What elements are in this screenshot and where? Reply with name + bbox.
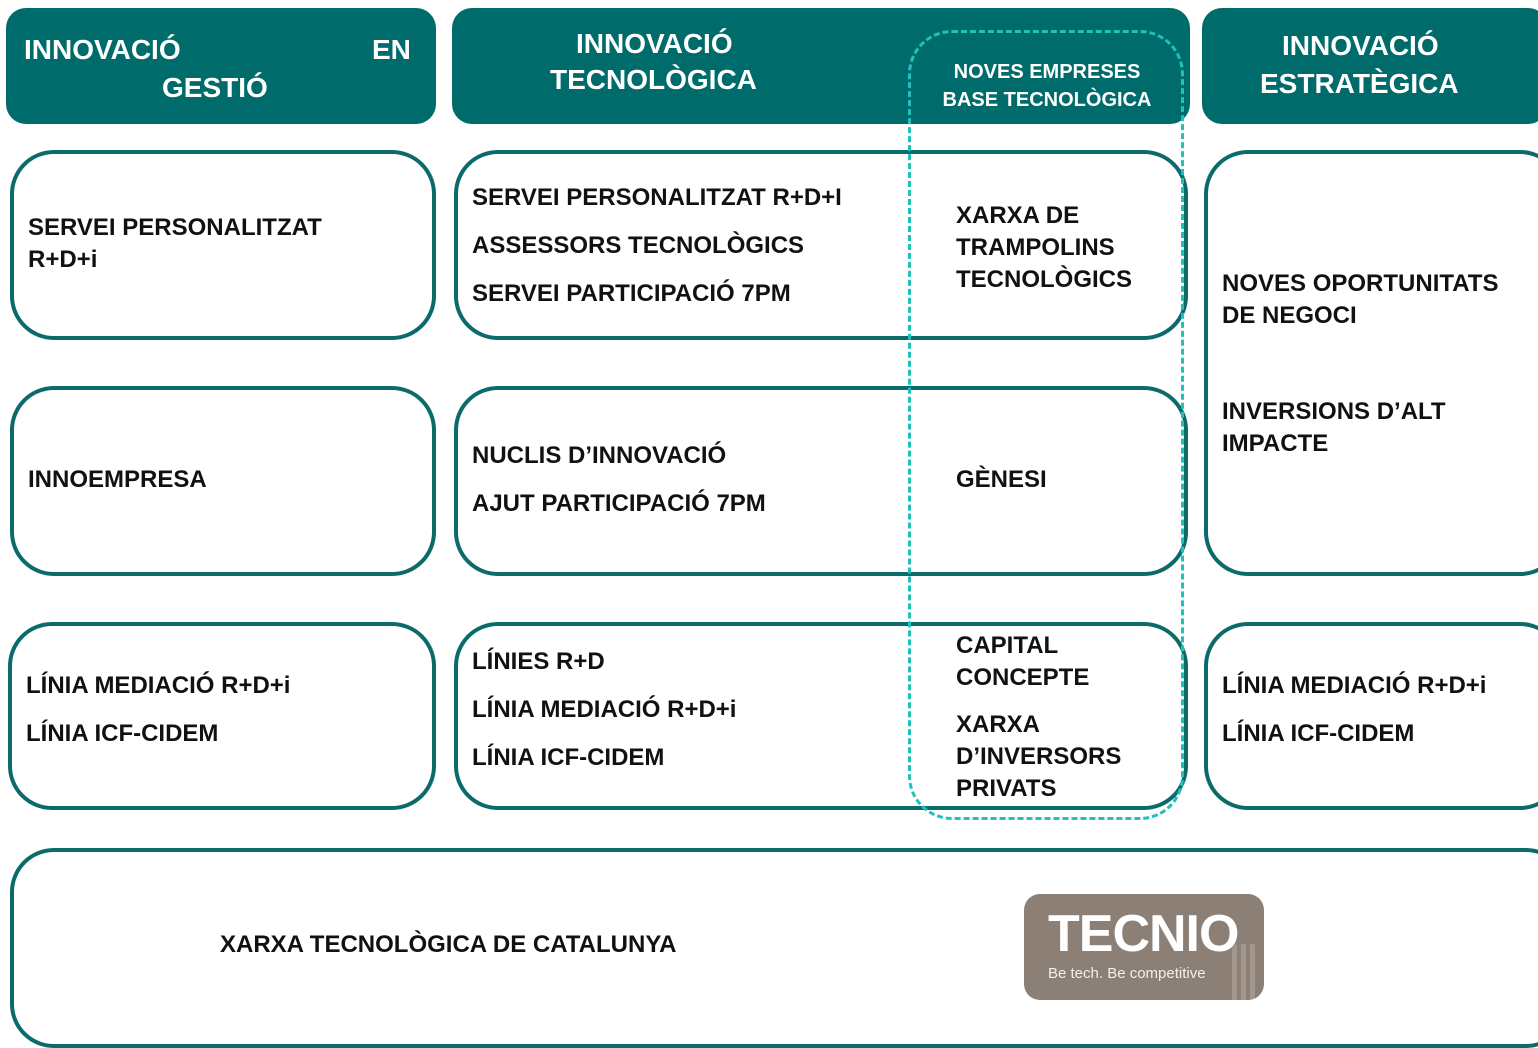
- header-innovacio-estrategica: INNOVACIÓ ESTRATÈGICA: [1202, 8, 1538, 124]
- tecnio-logo-tagline: Be tech. Be competitive: [1048, 965, 1206, 982]
- nebt-row3-line3: XARXA: [956, 711, 1041, 738]
- gestio-row3-line2: LÍNIA ICF-CIDEM: [26, 720, 219, 747]
- tec-row1-line2: ASSESSORS TECNOLÒGICS: [472, 232, 805, 259]
- estr-top-line1: NOVES OPORTUNITATS: [1222, 270, 1499, 297]
- gestio-row2-line1: INNOEMPRESA: [28, 466, 207, 493]
- tec-row3-line3: LÍNIA ICF-CIDEM: [472, 744, 665, 771]
- box-gestio-row3: [8, 622, 436, 810]
- nebt-row1-line1: XARXA DE: [956, 202, 1080, 229]
- box-estrategica-top: [1204, 150, 1538, 576]
- header-gestio-word2: EN: [372, 34, 411, 65]
- tec-row1-line1: SERVEI PERSONALITZAT R+D+I: [472, 184, 842, 211]
- tecnio-logo-word: TECNIO: [1048, 905, 1239, 963]
- box-tecnologica-row2: [454, 386, 1188, 576]
- box-estrategica-row3: [1204, 622, 1538, 810]
- box-gestio-row1: [10, 150, 436, 340]
- gestio-row1-line2: R+D+i: [28, 246, 98, 273]
- nebt-header-line2: BASE TECNOLÒGICA: [942, 89, 1152, 111]
- box-tecnologica-row1: [454, 150, 1188, 340]
- tec-row3-line2: LÍNIA MEDIACIÓ R+D+i: [472, 696, 737, 723]
- header-innovacio-tecnologica: INNOVACIÓ TECNOLÒGICA: [452, 8, 1190, 124]
- estr-top-line4: IMPACTE: [1222, 430, 1329, 457]
- box-gestio-row2: [10, 386, 436, 576]
- footer-label: XARXA TECNOLÒGICA DE CATALUNYA: [220, 931, 677, 958]
- nebt-row1-line2: TRAMPOLINS: [956, 234, 1115, 261]
- nebt-row2-line1: GÈNESI: [956, 466, 1047, 493]
- header-innovacio-gestio: INNOVACIÓ EN GESTIÓ: [6, 8, 436, 124]
- estr-row3-line2: LÍNIA ICF-CIDEM: [1222, 720, 1415, 747]
- nebt-header-line1: NOVES EMPRESES: [953, 61, 1141, 83]
- tec-row1-line3: SERVEI PARTICIPACIÓ 7PM: [472, 280, 791, 307]
- header-gestio-word3: GESTIÓ: [162, 72, 268, 103]
- estr-top-line2: DE NEGOCI: [1222, 302, 1357, 329]
- gestio-row1-line1: SERVEI PERSONALITZAT: [28, 214, 322, 241]
- header-tec-line2: TECNOLÒGICA: [550, 64, 757, 95]
- nebt-row1-line3: TECNOLÒGICS: [956, 266, 1133, 293]
- tec-row2-line1: NUCLIS D’INNOVACIÓ: [472, 442, 727, 469]
- nebt-row3-line5: PRIVATS: [956, 775, 1057, 802]
- estr-row3-line1: LÍNIA MEDIACIÓ R+D+i: [1222, 672, 1487, 699]
- nebt-row3-line4: D’INVERSORS: [956, 743, 1122, 770]
- estr-top-line3: INVERSIONS D’ALT: [1222, 398, 1446, 425]
- tec-row3-line1: LÍNIES R+D: [472, 648, 605, 675]
- header-gestio-word1: INNOVACIÓ: [24, 34, 181, 65]
- header-estr-line1: INNOVACIÓ: [1282, 30, 1439, 61]
- header-estr-line2: ESTRATÈGICA: [1260, 68, 1459, 99]
- nebt-row3-line1: CAPITAL: [956, 632, 1059, 659]
- header-tec-line1: INNOVACIÓ: [576, 28, 733, 59]
- nebt-row3-line2: CONCEPTE: [956, 664, 1090, 691]
- logo-decoration-icon: [1232, 944, 1258, 1000]
- box-tecnologica-row3: [454, 622, 1188, 810]
- tecnio-logo: TECNIO Be tech. Be competitive: [1024, 894, 1264, 1000]
- gestio-row3-line1: LÍNIA MEDIACIÓ R+D+i: [26, 672, 291, 699]
- tec-row2-line2: AJUT PARTICIPACIÓ 7PM: [472, 490, 766, 517]
- nebt-dashed-outline: [908, 30, 1184, 820]
